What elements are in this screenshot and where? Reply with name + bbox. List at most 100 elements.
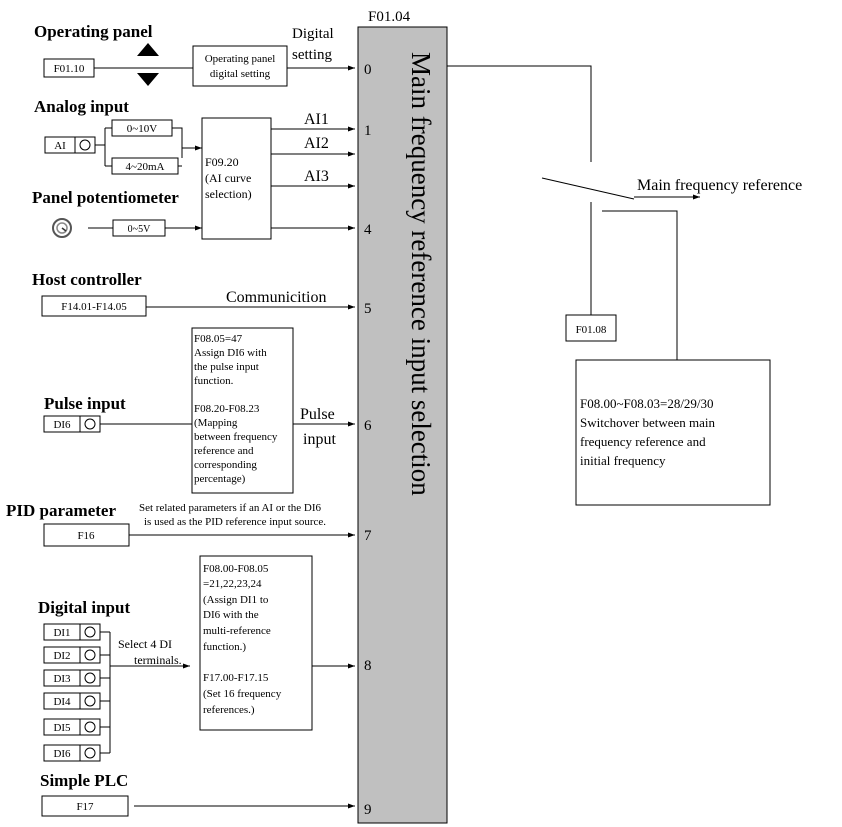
pid-note-2: is used as the PID reference input sourc… xyxy=(144,516,326,528)
ai-curve-line3: selection) xyxy=(205,187,252,201)
di-bus-lines xyxy=(100,631,111,754)
di1-socket-icon xyxy=(84,626,96,638)
panel-potentiometer-title: Panel potentiometer xyxy=(32,188,179,207)
di4-label: DI4 xyxy=(53,696,71,708)
ai3-label: AI3 xyxy=(304,168,329,185)
di3-socket xyxy=(79,669,101,687)
pulse-note-3: function. xyxy=(194,375,234,387)
di3-label: DI3 xyxy=(53,673,71,685)
multi-ref-note-2: (Assign DI1 to xyxy=(203,594,269,606)
switchover-note-1: F08.00~F08.03=28/29/30 xyxy=(580,396,714,411)
pulse-output-label-1: Pulse xyxy=(300,406,335,423)
pulse-note-text: F08.05=47 Assign DI6 with the pulse inpu… xyxy=(194,333,278,485)
communication-label: Communicition xyxy=(226,289,326,306)
pulse-note-block xyxy=(191,327,294,494)
multi-ref-note-5: function.) xyxy=(203,641,246,653)
switchover-note-3: frequency reference and xyxy=(580,434,706,449)
pulse-note-10: percentage) xyxy=(194,473,246,485)
operating-panel-block-line2: digital setting xyxy=(210,68,271,80)
digital-input-title: Digital input xyxy=(38,598,130,617)
port-8: 8 xyxy=(364,658,372,674)
multi-ref-note-8: (Set 16 frequency xyxy=(203,688,282,700)
switchover-note-4: initial frequency xyxy=(580,453,666,468)
selector-code: F01.04 xyxy=(368,9,411,25)
di6-socket-icon xyxy=(84,747,96,759)
port-9: 9 xyxy=(364,802,372,818)
multi-ref-note-7: F17.00-F17.15 xyxy=(203,672,269,684)
ai1-label: AI1 xyxy=(304,111,329,128)
pulse-di6-socket xyxy=(79,415,101,433)
di3-socket-icon xyxy=(84,672,96,684)
pulse-note-8: reference and xyxy=(194,445,254,457)
ai2-label: AI2 xyxy=(304,135,329,152)
pulse-note-2: the pulse input xyxy=(194,361,259,373)
host-controller-title: Host controller xyxy=(32,270,142,289)
digital-setting-label-1: Digital xyxy=(292,26,334,42)
ai-curve-line2: (AI curve xyxy=(205,171,251,185)
digital-setting-label-2: setting xyxy=(292,47,332,63)
pid-note-1: Set related parameters if an AI or the D… xyxy=(139,502,322,514)
switch-blade xyxy=(541,177,635,200)
pid-parameter-title: PID parameter xyxy=(6,501,116,520)
pulse-note-7: between frequency xyxy=(194,431,278,443)
di2-socket xyxy=(79,646,101,664)
port-6: 6 xyxy=(364,418,372,434)
multi-ref-note-0: F08.00-F08.05 xyxy=(203,563,269,575)
switchover-note-2: Switchover between main xyxy=(580,415,716,430)
di2-socket-icon xyxy=(84,649,96,661)
multi-ref-note-1: =21,22,23,24 xyxy=(203,578,262,590)
port-1: 1 xyxy=(364,123,372,139)
selector-title: Main frequency reference input selection xyxy=(406,52,436,496)
switch-param-box xyxy=(565,314,617,342)
di5-label: DI5 xyxy=(53,722,71,734)
di1-socket xyxy=(79,623,101,641)
potentiometer-knob-icon xyxy=(52,218,72,238)
up-arrow-icon xyxy=(137,43,159,56)
pulse-di6-socket-icon xyxy=(84,418,96,430)
operating-panel-title: Operating panel xyxy=(34,22,153,41)
analog-input-title: Analog input xyxy=(34,97,129,116)
switch-param: F01.08 xyxy=(576,324,607,336)
pulse-note-1: Assign DI6 with xyxy=(194,347,267,359)
simple-plc-param-box xyxy=(41,795,129,817)
ai-curve-line1: F09.20 xyxy=(205,155,239,169)
down-arrow-icon xyxy=(137,73,159,86)
di4-socket-icon xyxy=(84,695,96,707)
port-5: 5 xyxy=(364,301,372,317)
operating-panel-param: F01.10 xyxy=(54,63,85,75)
di5-socket xyxy=(79,718,101,736)
pulse-input-title: Pulse input xyxy=(44,394,126,413)
operating-panel-block-line1: Operating panel xyxy=(205,53,276,65)
ai-terminal-socket-icon xyxy=(79,139,91,151)
select-di-note-1: Select 4 DI xyxy=(118,637,172,651)
operating-panel-block xyxy=(192,45,288,87)
switchover-block xyxy=(575,359,771,506)
multi-reference-block xyxy=(199,555,313,731)
simple-plc-param: F17 xyxy=(76,801,94,813)
di4-socket xyxy=(79,692,101,710)
multi-ref-note-3: DI6 with the xyxy=(203,609,259,621)
port-7: 7 xyxy=(364,528,372,544)
di-terminal-group: DI1 DI2 DI3 DI4 DI5 DI6 xyxy=(43,623,101,762)
ai-terminal-label: AI xyxy=(54,140,66,152)
range-voltage: 0~10V xyxy=(127,123,157,135)
di2-label: DI2 xyxy=(53,650,70,662)
range-current: 4~20mA xyxy=(126,161,165,173)
select-di-note-2: terminals. xyxy=(134,653,182,667)
host-controller-param: F14.01-F14.05 xyxy=(61,301,127,313)
pid-param: F16 xyxy=(77,530,95,542)
pulse-output-label-2: input xyxy=(303,431,336,448)
pulse-note-6: (Mapping xyxy=(194,417,238,429)
pulse-note-5: F08.20-F08.23 xyxy=(194,403,260,415)
di6-socket xyxy=(79,744,101,762)
selector-output-line xyxy=(447,65,592,162)
pulse-note-9: corresponding xyxy=(194,459,257,471)
multi-reference-text: F08.00-F08.05 =21,22,23,24 (Assign DI1 t… xyxy=(203,563,282,716)
port-0: 0 xyxy=(364,62,372,78)
multi-ref-note-9: references.) xyxy=(203,704,255,716)
port-4: 4 xyxy=(364,222,372,238)
ai-terminal-socket xyxy=(74,136,96,154)
ai-curve-block xyxy=(201,117,272,240)
di1-label: DI1 xyxy=(53,627,70,639)
multi-ref-note-4: multi-reference xyxy=(203,625,271,637)
